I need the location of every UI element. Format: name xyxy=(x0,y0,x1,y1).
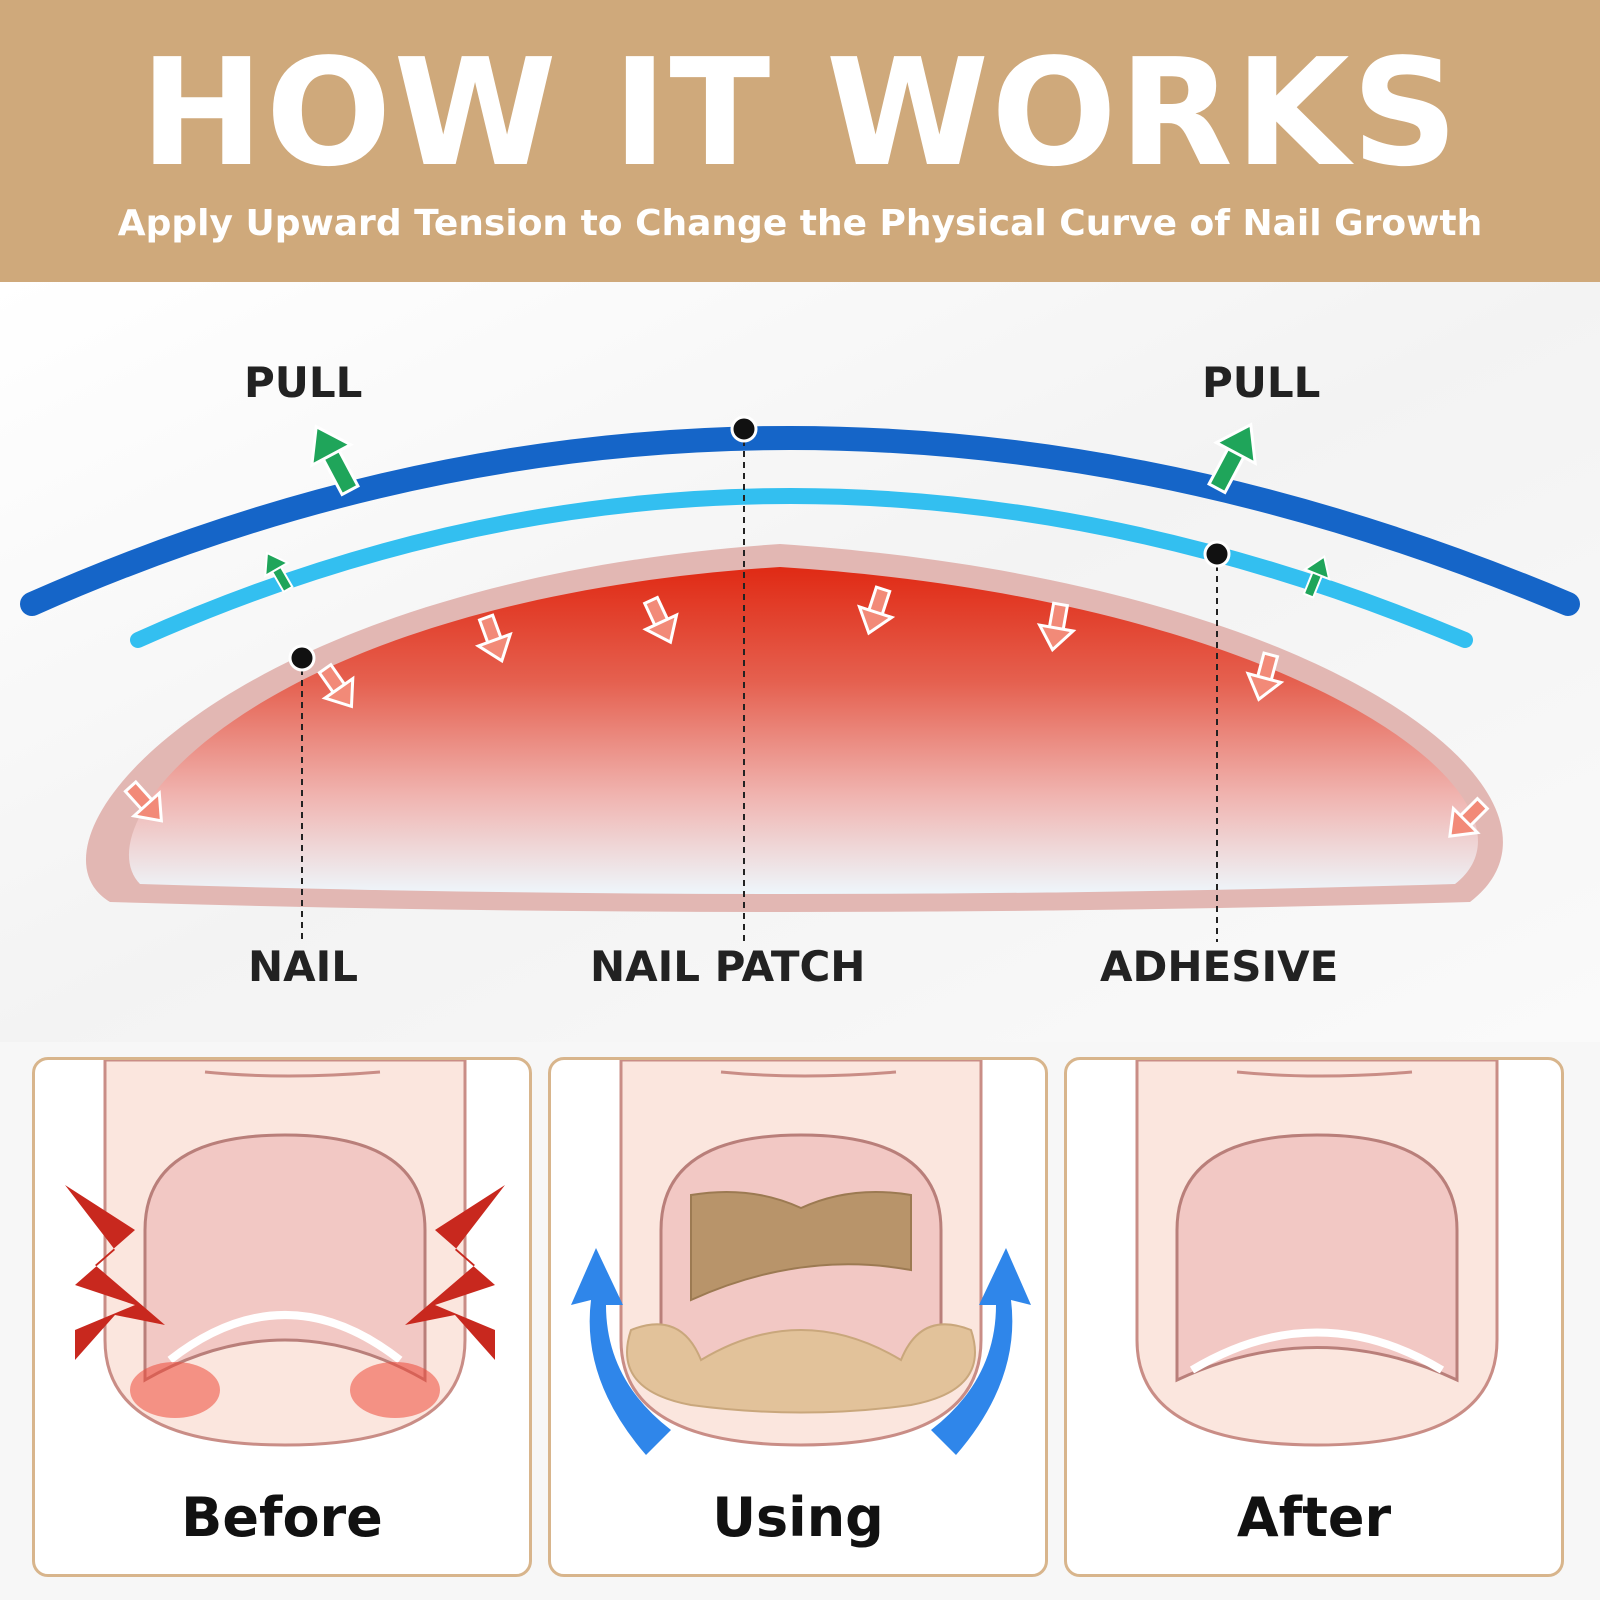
pain-bolt-right-icon xyxy=(405,1185,505,1360)
adhesive-label: ADHESIVE xyxy=(1100,942,1339,991)
nail-icon xyxy=(1175,1133,1459,1383)
pull-label-right: PULL xyxy=(1202,358,1321,407)
after-panel: After xyxy=(1064,1057,1564,1577)
pressure-arrow-icon xyxy=(1036,601,1077,653)
pressure-arrow-icon xyxy=(642,595,679,645)
nail-tip xyxy=(167,1311,403,1364)
using-panel: Using xyxy=(548,1057,1048,1577)
pain-bolt-left-icon xyxy=(65,1185,165,1360)
toe-crease xyxy=(720,1070,897,1078)
using-caption: Using xyxy=(712,1486,884,1549)
nail-body xyxy=(128,567,1478,894)
before-panel: Before xyxy=(32,1057,532,1577)
before-caption: Before xyxy=(181,1486,383,1549)
toe-crease xyxy=(1236,1070,1413,1078)
patch-arc xyxy=(20,426,1580,616)
adhesive-strip-icon xyxy=(626,1323,976,1414)
using-toe-illustration xyxy=(571,1060,1031,1455)
after-toe-illustration xyxy=(1135,1060,1499,1447)
pressure-arrow-icon xyxy=(1448,796,1490,838)
nail-icon xyxy=(143,1133,427,1383)
small-pull-arrow-left-icon xyxy=(264,551,294,594)
inflammation-left xyxy=(130,1362,220,1418)
nail-patch-icon xyxy=(690,1191,912,1302)
pull-arrow-right-icon xyxy=(1207,422,1257,495)
pointer-dot-nail xyxy=(288,644,316,672)
arrow-up-left-icon xyxy=(571,1248,671,1455)
pressure-arrow-icon xyxy=(474,613,513,664)
toe-crease xyxy=(204,1070,381,1078)
pressure-arrow-icon xyxy=(123,779,164,823)
inflammation-right xyxy=(350,1362,440,1418)
small-pull-arrow-right-icon xyxy=(1302,554,1331,599)
before-toe-illustration xyxy=(65,1060,505,1447)
arrow-up-right-icon xyxy=(931,1248,1031,1455)
header-banner xyxy=(0,0,1600,282)
pressure-arrow-icon xyxy=(1245,651,1285,702)
pointer-dot-adhesive xyxy=(1203,540,1231,568)
nail-patch-label: NAIL PATCH xyxy=(590,942,866,991)
cross-section-svg xyxy=(0,282,1600,1042)
nail-cross-section-diagram: PULL PULL NAIL NAIL PATCH ADHESIVE xyxy=(0,282,1600,1042)
page-title: HOW IT WORKS xyxy=(139,27,1461,199)
pull-arrow-left-icon xyxy=(310,424,360,497)
pointer-dot-patch xyxy=(730,415,758,443)
pressure-arrow-icon xyxy=(857,585,896,636)
adhesive-arc xyxy=(130,488,1473,648)
nail-tip xyxy=(1189,1328,1445,1374)
nail-label: NAIL xyxy=(248,942,359,991)
pull-label-left: PULL xyxy=(244,358,363,407)
pressure-arrow-icon xyxy=(317,662,355,709)
after-caption: After xyxy=(1236,1486,1392,1549)
page-subtitle: Apply Upward Tension to Change the Physi… xyxy=(117,203,1483,244)
